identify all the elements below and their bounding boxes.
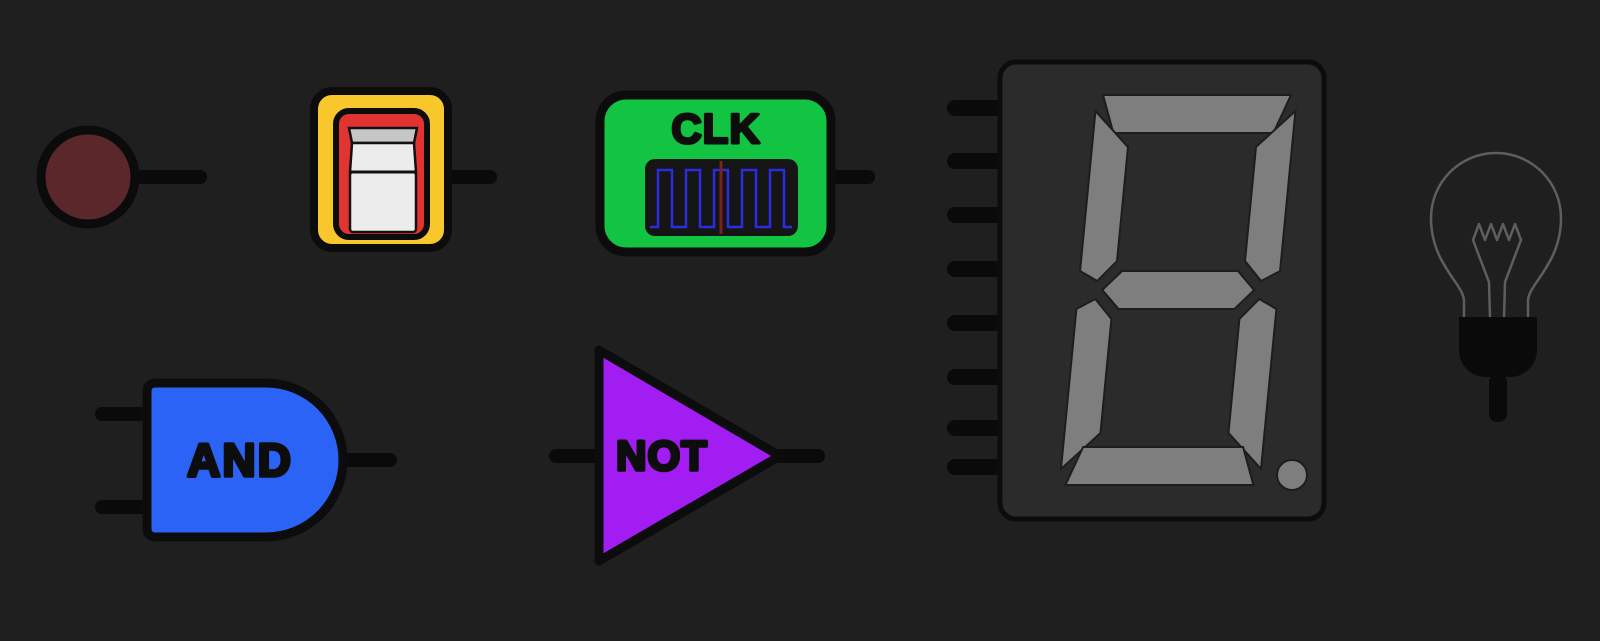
toggle-switch-rocker[interactable] <box>347 126 419 234</box>
push-button-cap[interactable] <box>36 125 140 229</box>
and-gate-body[interactable] <box>142 378 348 542</box>
display-pin-1[interactable] <box>947 100 1009 116</box>
toggle-switch[interactable] <box>310 87 497 252</box>
clock-label: CLK <box>671 105 760 152</box>
rocker-lower-face[interactable] <box>348 170 418 234</box>
display-pin-4[interactable] <box>947 261 1009 277</box>
segment-dp <box>1276 459 1308 491</box>
rocker-top-face[interactable] <box>347 126 419 145</box>
push-button[interactable] <box>36 125 207 229</box>
seven-segment-input-pins[interactable] <box>947 100 1009 475</box>
segment-g <box>1100 270 1256 310</box>
not-gate-body[interactable] <box>594 345 785 566</box>
bulb-input-pin[interactable] <box>1489 374 1507 422</box>
segment-a <box>1101 94 1293 134</box>
display-pin-8[interactable] <box>947 459 1009 475</box>
bulb-glass[interactable] <box>1429 151 1563 323</box>
not-gate[interactable]: NOT <box>549 345 825 566</box>
and-gate-label: AND <box>187 434 293 486</box>
segment-d <box>1063 446 1255 486</box>
bulb-filament-wire-left <box>1471 238 1492 320</box>
and-gate[interactable]: AND <box>95 378 397 542</box>
seven-segment-display[interactable] <box>947 59 1327 522</box>
light-bulb[interactable] <box>1429 151 1563 422</box>
rocker-upper-face[interactable] <box>348 141 418 174</box>
seven-segment-digit <box>1059 94 1297 486</box>
bulb-base[interactable] <box>1459 317 1537 377</box>
display-pin-6[interactable] <box>947 369 1009 385</box>
display-pin-7[interactable] <box>947 420 1009 436</box>
segment-f <box>1078 108 1130 283</box>
display-pin-3[interactable] <box>947 207 1009 223</box>
segment-b <box>1243 108 1297 283</box>
not-gate-label: NOT <box>616 432 708 479</box>
segment-e <box>1059 297 1113 472</box>
display-pin-2[interactable] <box>947 153 1009 169</box>
display-pin-5[interactable] <box>947 315 1009 331</box>
bulb-filament-icon <box>1471 222 1523 242</box>
clock-generator[interactable]: CLK <box>595 90 875 257</box>
bulb-filament-wire-right <box>1502 238 1523 320</box>
